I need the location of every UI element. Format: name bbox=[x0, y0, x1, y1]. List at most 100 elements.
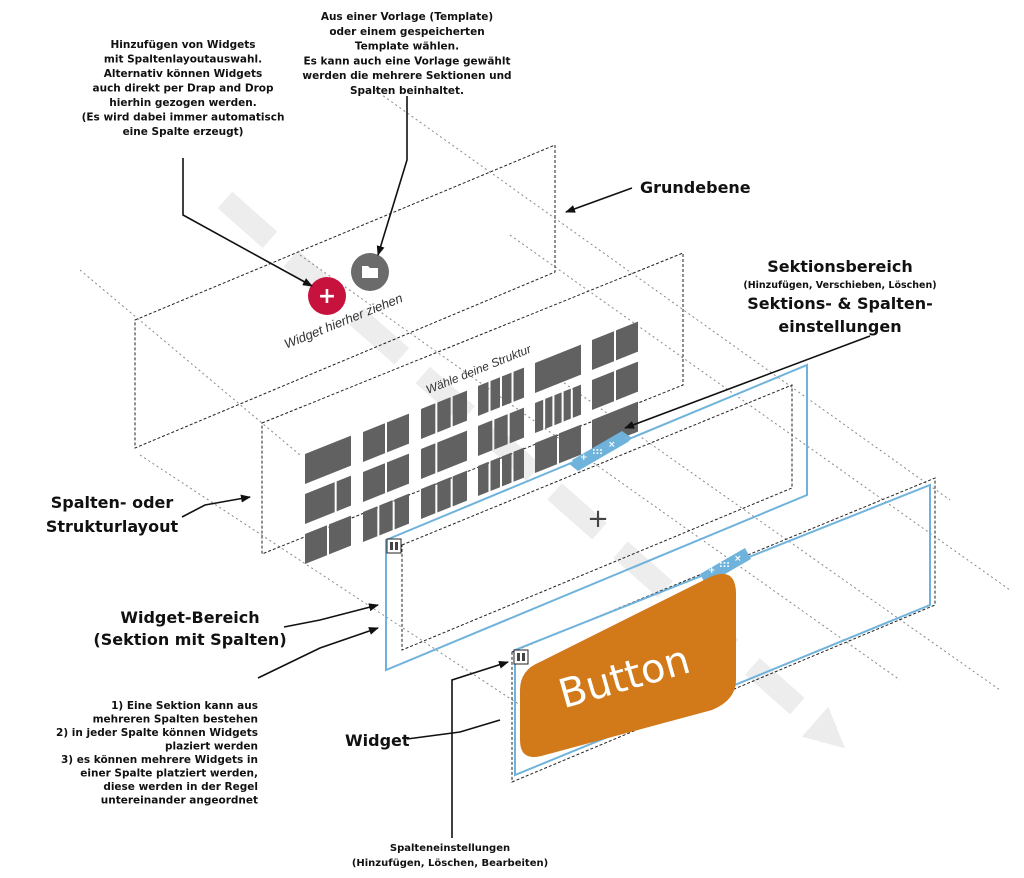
structure-tile[interactable] bbox=[452, 470, 467, 507]
folder-icon bbox=[362, 266, 378, 278]
structure-tile[interactable] bbox=[437, 397, 451, 433]
structure-tile[interactable] bbox=[363, 463, 385, 502]
structure-tile[interactable] bbox=[494, 414, 508, 450]
label-widget-bereich-2: (Sektion mit Spalten) bbox=[93, 630, 286, 649]
structure-tile[interactable] bbox=[452, 390, 467, 427]
structure-tile[interactable] bbox=[572, 384, 581, 418]
structure-tile[interactable] bbox=[437, 430, 467, 473]
structure-tile[interactable] bbox=[592, 371, 614, 410]
note-add-line: hierhin gezogen werden. bbox=[109, 97, 256, 109]
note-add-line: Hinzufügen von Widgets bbox=[110, 39, 255, 51]
structure-tile[interactable] bbox=[502, 452, 512, 487]
note-add-line: eine Spalte erzeugt) bbox=[123, 126, 244, 138]
widget-layer: + ::: × Button bbox=[511, 477, 936, 783]
structure-tile[interactable] bbox=[421, 483, 436, 519]
note-rules-line: diese werden in der Regel bbox=[103, 781, 258, 793]
label-sektions-spalten-1: Sektions- & Spalten- bbox=[747, 294, 933, 313]
structure-tile[interactable] bbox=[478, 461, 489, 496]
structure-tile[interactable] bbox=[592, 331, 614, 370]
structure-tile[interactable] bbox=[535, 344, 581, 393]
structure-tile[interactable] bbox=[554, 392, 562, 426]
note-template-line: Aus einer Vorlage (Template) bbox=[321, 11, 493, 23]
label-sektionsbereich-sub: (Hinzufügen, Verschieben, Löschen) bbox=[743, 280, 936, 291]
structure-tile[interactable] bbox=[513, 447, 525, 482]
note-rules-line: 1) Eine Sektion kann aus bbox=[111, 700, 258, 712]
structure-tile[interactable] bbox=[509, 407, 524, 444]
note-rules-line: einer Spalte platziert werden, bbox=[80, 768, 258, 780]
structure-tile[interactable] bbox=[478, 420, 493, 456]
structure-tile[interactable] bbox=[490, 377, 501, 411]
widget-section-toolbar[interactable] bbox=[700, 548, 751, 585]
structure-tile[interactable] bbox=[513, 367, 525, 402]
note-template-line: Es kann auch eine Vorlage gewählt bbox=[303, 55, 510, 67]
structure-tile[interactable] bbox=[616, 321, 638, 361]
template-note: Aus einer Vorlage (Template) oder einem g… bbox=[302, 11, 511, 97]
structure-tile[interactable] bbox=[559, 424, 581, 464]
structure-tile[interactable] bbox=[336, 475, 351, 512]
structure-tile[interactable] bbox=[545, 396, 553, 429]
widget-section-add-icon[interactable]: + bbox=[708, 566, 716, 576]
structure-tile[interactable] bbox=[305, 482, 335, 524]
widget-column-settings-icon[interactable] bbox=[513, 649, 529, 665]
section-move-icon[interactable]: ::: bbox=[592, 447, 603, 457]
note-rules-line: 2) in jeder Spalte können Widgets bbox=[56, 727, 258, 739]
label-spalten-layout-1: Spalten- oder bbox=[51, 493, 174, 512]
note-template-line: werden die mehrere Sektionen und bbox=[302, 70, 511, 82]
label-spalten-layout-2: Strukturlayout bbox=[46, 517, 179, 536]
section-add-icon[interactable]: + bbox=[580, 453, 588, 463]
note-template-line: Template wählen. bbox=[355, 41, 459, 53]
note-rules-line: mehreren Spalten bestehen bbox=[93, 714, 258, 726]
add-widgets-note: Hinzufügen von Widgets mit Spaltenlayouta… bbox=[82, 39, 285, 138]
add-button-symbol: + bbox=[318, 284, 336, 309]
widget-section-delete-icon[interactable]: × bbox=[734, 554, 742, 564]
structure-tile[interactable] bbox=[502, 372, 512, 407]
structure-tile[interactable] bbox=[305, 525, 327, 564]
structure-tile[interactable] bbox=[490, 457, 501, 491]
note-rules-line: 3) es können mehrere Widgets in bbox=[61, 754, 258, 766]
column-settings-icon[interactable] bbox=[386, 538, 402, 554]
note-template-line: Spalten beinhaltet. bbox=[350, 85, 464, 97]
structure-tile[interactable] bbox=[535, 399, 544, 433]
structure-tile[interactable] bbox=[387, 413, 409, 453]
annotation-arrows bbox=[181, 96, 871, 838]
label-sektions-spalten-2: einstellungen bbox=[778, 317, 901, 336]
label-sektionsbereich: Sektionsbereich bbox=[767, 257, 912, 276]
structure-tile[interactable] bbox=[394, 493, 409, 530]
structure-tile[interactable] bbox=[305, 435, 351, 484]
structure-tile[interactable] bbox=[421, 443, 436, 479]
note-template-line: oder einem gespeicherten bbox=[329, 26, 484, 38]
note-rules-line: plaziert werden bbox=[165, 741, 258, 753]
structure-tile[interactable] bbox=[437, 477, 451, 513]
rules-note: 1) Eine Sektion kann aus mehreren Spalten… bbox=[56, 700, 258, 807]
section-delete-icon[interactable]: × bbox=[608, 440, 616, 450]
label-widget: Widget bbox=[345, 731, 410, 750]
widget-button[interactable] bbox=[520, 573, 736, 758]
note-rules-line: untereinander angeordnet bbox=[101, 795, 258, 807]
structure-tile[interactable] bbox=[379, 500, 393, 536]
add-widget-button[interactable] bbox=[308, 277, 346, 315]
section-add-plus[interactable]: + bbox=[587, 504, 609, 534]
structure-tile[interactable] bbox=[616, 361, 638, 401]
structure-tile[interactable] bbox=[478, 381, 489, 416]
section-toolbar[interactable] bbox=[572, 431, 628, 471]
label-grundebene: Grundebene bbox=[640, 178, 751, 197]
note-add-line: (Es wird dabei immer automatisch bbox=[82, 112, 285, 124]
structure-tile[interactable] bbox=[329, 515, 351, 555]
note-add-line: Alternativ können Widgets bbox=[104, 68, 262, 80]
structure-tile[interactable] bbox=[387, 453, 409, 493]
structure-tile[interactable] bbox=[535, 434, 557, 473]
widget-section-move-icon[interactable]: ::: bbox=[719, 560, 730, 570]
structure-tile-grid bbox=[305, 321, 638, 564]
note-add-line: auch direkt per Drap and Drop bbox=[93, 83, 274, 95]
structure-tile[interactable] bbox=[563, 388, 571, 422]
structure-tile[interactable] bbox=[363, 423, 385, 462]
perspective-guides bbox=[79, 89, 1011, 706]
note-add-line: mit Spaltenlayoutauswahl. bbox=[104, 54, 262, 66]
label-spalten-einstellungen-1: Spalteneinstellungen bbox=[390, 843, 510, 854]
label-widget-bereich-1: Widget-Bereich bbox=[120, 608, 259, 627]
structure-tile[interactable] bbox=[363, 506, 378, 542]
structure-tile[interactable] bbox=[421, 403, 436, 439]
label-spalten-einstellungen-2: (Hinzufügen, Löschen, Bearbeiten) bbox=[352, 858, 548, 869]
structure-tile[interactable] bbox=[592, 401, 638, 450]
